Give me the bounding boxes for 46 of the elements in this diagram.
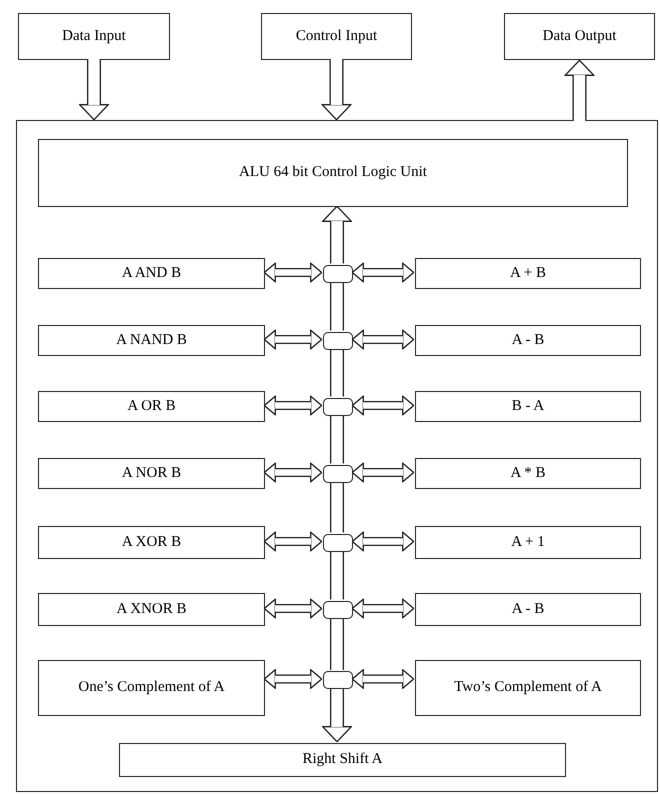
block-box xyxy=(415,660,641,716)
block-label: A XNOR B xyxy=(115,600,188,618)
junction-box xyxy=(323,332,353,350)
block-box xyxy=(38,391,265,422)
junction-box xyxy=(323,464,353,482)
junction-box xyxy=(323,398,353,416)
block-box xyxy=(38,593,265,626)
junction-box xyxy=(323,264,353,282)
block-label: A OR B xyxy=(126,398,177,416)
block-label: Two’s Complement of A xyxy=(453,679,603,697)
block-label: A + B xyxy=(509,264,547,282)
block-box xyxy=(261,13,412,60)
block-box xyxy=(38,325,265,356)
block-box xyxy=(38,660,265,716)
block-label: One’s Complement of A xyxy=(77,679,226,697)
block-box xyxy=(415,458,641,489)
block-label: A - B xyxy=(510,600,546,618)
block-label: A NOR B xyxy=(120,464,182,482)
junction-box xyxy=(323,600,353,618)
block-label: ALU 64 bit Control Logic Unit xyxy=(238,164,428,182)
junction-box xyxy=(323,534,353,552)
block-label: B - A xyxy=(510,398,546,416)
block-label: A XOR B xyxy=(120,534,182,552)
block-box xyxy=(415,593,641,626)
block-box xyxy=(38,139,628,207)
block-box xyxy=(504,13,655,60)
block-box xyxy=(415,325,641,356)
block-box xyxy=(119,743,566,777)
junction-box xyxy=(323,671,353,689)
block-label: A NAND B xyxy=(115,332,188,350)
block-box xyxy=(415,526,641,559)
block-box xyxy=(38,458,265,489)
block-label: Data Output xyxy=(542,28,618,46)
block-label: Control Input xyxy=(294,28,378,46)
block-label: A * B xyxy=(509,464,546,482)
alu-frame xyxy=(16,120,658,792)
block-box xyxy=(18,13,170,60)
block-label: Data Input xyxy=(61,28,127,46)
block-box xyxy=(415,391,641,422)
block-box xyxy=(38,526,265,559)
block-box xyxy=(38,258,265,289)
block-label: A + 1 xyxy=(510,534,546,552)
block-label: A AND B xyxy=(120,264,182,282)
block-box xyxy=(415,258,641,289)
block-label: A - B xyxy=(510,332,546,350)
block-label: Right Shift A xyxy=(301,751,384,769)
